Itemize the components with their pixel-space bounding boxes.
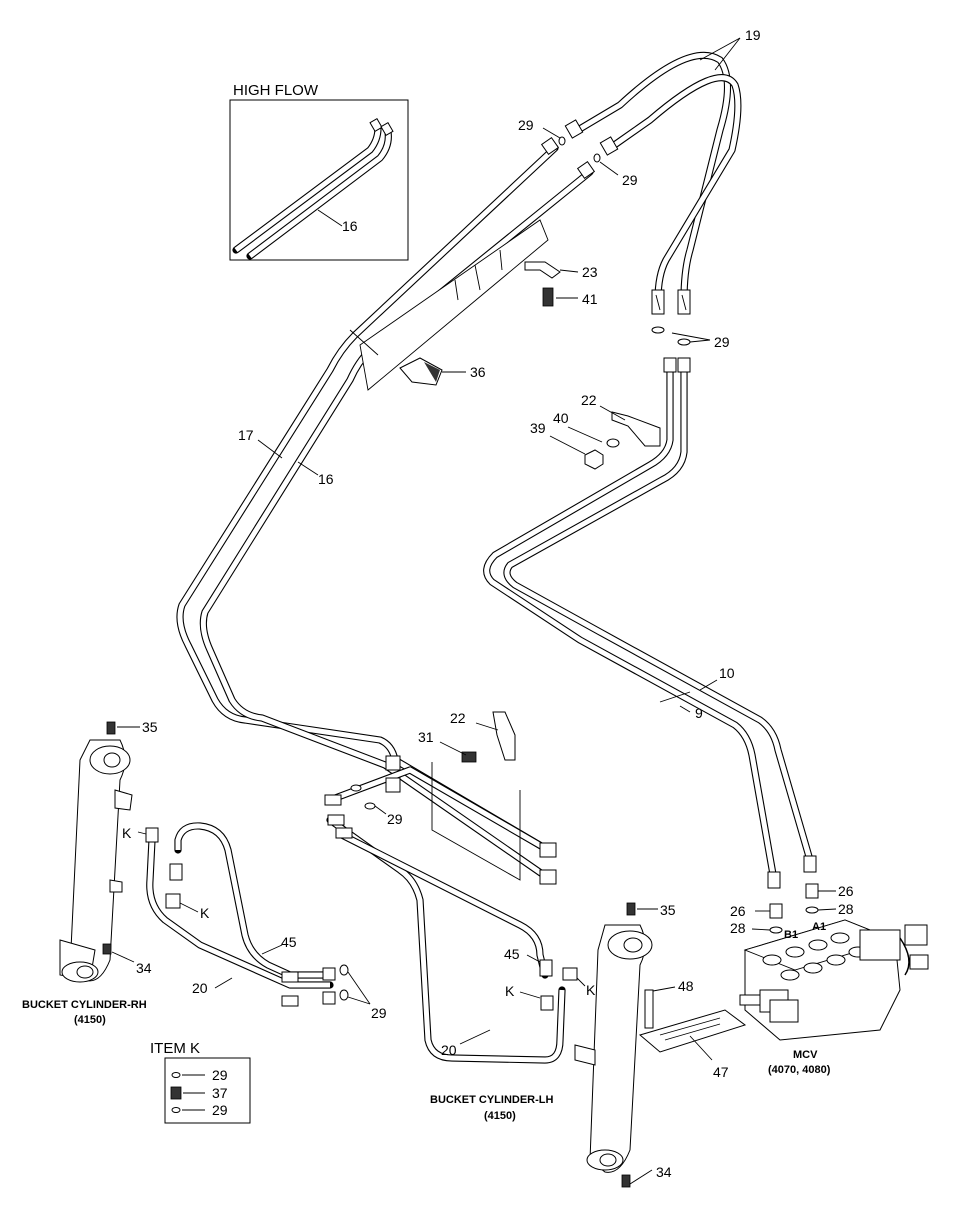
callout-28-right: 28: [838, 901, 854, 917]
center-hoses: [324, 755, 566, 1064]
bolt-35-lh: [626, 902, 636, 916]
high-flow-inset: HIGH FLOW 16: [229, 82, 409, 261]
callout-34-lh: 34: [656, 1164, 672, 1180]
callout-26-right: 26: [838, 883, 854, 899]
fitting-icon: [170, 1086, 182, 1100]
callout-34-rh: 34: [136, 960, 152, 976]
high-flow-hose: [232, 117, 394, 260]
item-k-row-1: 29: [212, 1067, 228, 1083]
callout-22-lower: 22: [450, 710, 466, 726]
callout-29-mid: 29: [714, 334, 730, 350]
port-a1-label: A1: [812, 921, 826, 933]
tube-16-17-pair: [176, 136, 596, 882]
callout-28-left: 28: [730, 920, 746, 936]
bolt-34-rh: [102, 943, 112, 955]
callout-47: 47: [713, 1064, 729, 1080]
caption-lh-code: (4150): [484, 1110, 516, 1122]
block-36: [399, 357, 443, 386]
nut-39: [584, 449, 604, 470]
callout-26-left: 26: [730, 903, 746, 919]
item-k-row-3: 29: [212, 1102, 228, 1118]
callout-22-upper: 22: [581, 392, 597, 408]
item-k-row-2: 37: [212, 1085, 228, 1101]
bracket-22-lower: [492, 711, 516, 761]
hoses-45-20-rh: [145, 822, 336, 1007]
bucket-cylinder-rh: [59, 721, 133, 983]
item-k-box: ITEM K 29 37 29: [150, 1040, 251, 1124]
callout-41: 41: [582, 291, 598, 307]
callout-k-rh-lower: K: [200, 905, 210, 921]
callout-16-main: 16: [318, 471, 334, 487]
callout-29-center: 29: [387, 811, 403, 827]
hose-19-pair: [564, 51, 742, 315]
bracket-22-upper: [611, 411, 661, 447]
port-b1-label: B1: [784, 929, 798, 941]
caption-bucket-cylinder-lh: BUCKET CYLINDER-LH: [430, 1094, 553, 1106]
callout-23: 23: [582, 264, 598, 280]
callout-k-lh-right: K: [586, 982, 596, 998]
callout-9: 9: [695, 705, 703, 721]
callout-35-rh: 35: [142, 719, 158, 735]
caption-rh-code: (4150): [74, 1014, 106, 1026]
caption-bucket-cylinder-rh: BUCKET CYLINDER-RH: [22, 999, 147, 1011]
bolt-41: [542, 287, 554, 307]
caption-mcv: MCV: [793, 1049, 818, 1061]
caption-mcv-code: (4070, 4080): [768, 1064, 831, 1076]
callout-35-lh: 35: [660, 902, 676, 918]
callout-17: 17: [238, 427, 254, 443]
callout-29-lower: 29: [371, 1005, 387, 1021]
callout-36: 36: [470, 364, 486, 380]
bucket-cylinder-lh: [574, 902, 653, 1188]
callout-48: 48: [678, 978, 694, 994]
callout-45-lh: 45: [504, 946, 520, 962]
washer-40: [606, 438, 620, 448]
callout-45-rh: 45: [281, 934, 297, 950]
callout-k-rh-upper: K: [122, 825, 132, 841]
callout-k-lh-left: K: [505, 983, 515, 999]
callout-31: 31: [418, 729, 434, 745]
bolt-31: [461, 751, 477, 763]
oring-icon: [171, 1072, 181, 1078]
callout-29-top-left: 29: [518, 117, 534, 133]
callout-40: 40: [553, 410, 569, 426]
callout-29-top-right: 29: [622, 172, 638, 188]
callout-39: 39: [530, 420, 546, 436]
high-flow-title: HIGH FLOW: [233, 82, 319, 99]
oring-icon: [171, 1107, 181, 1113]
item-k-title: ITEM K: [150, 1040, 200, 1057]
callout-10: 10: [719, 665, 735, 681]
mcv-valve: [739, 919, 929, 1041]
tube-9-10-pair: [483, 357, 817, 889]
high-flow-part-16: 16: [342, 218, 358, 234]
callout-19: 19: [745, 27, 761, 43]
bolt-34-lh: [621, 1174, 631, 1188]
decal-47: [638, 1009, 747, 1053]
bolt-35-rh: [106, 721, 116, 735]
callout-20-rh: 20: [192, 980, 208, 996]
clip-23: [524, 261, 561, 279]
callout-20-lh: 20: [441, 1042, 457, 1058]
screw-48: [644, 989, 654, 1029]
